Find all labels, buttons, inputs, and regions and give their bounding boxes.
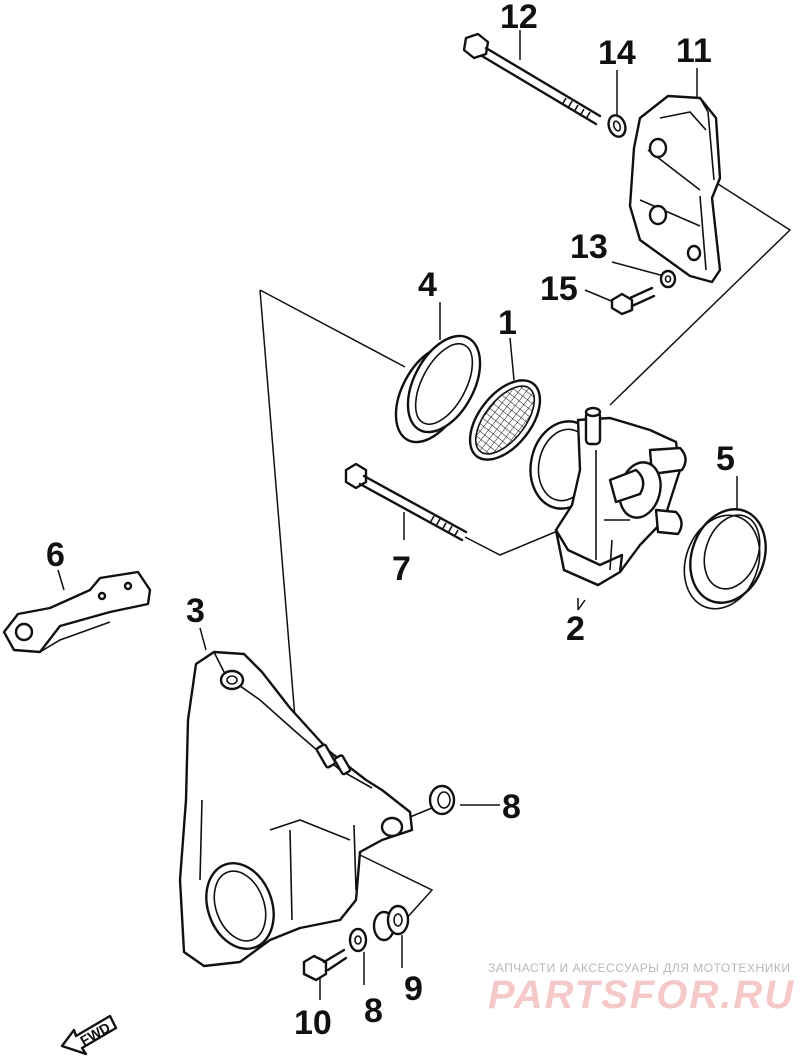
part-14-washer: [607, 114, 627, 138]
fwd-direction-arrow: FWD: [60, 1014, 118, 1056]
watermark-brand: PARTSFOR.RU: [488, 973, 795, 1017]
label-8-lower: 8: [364, 992, 383, 1030]
label-12: 12: [500, 0, 538, 36]
part-7-long-bolt: [344, 462, 468, 542]
label-9: 9: [404, 970, 423, 1008]
part-12-long-bolt: [462, 32, 602, 126]
part-11-bracket: [628, 94, 722, 284]
label-5: 5: [716, 440, 735, 478]
part-4-seal-ring: [394, 334, 482, 444]
part-10-bolt: [302, 948, 348, 982]
label-4: 4: [418, 266, 437, 304]
part-15-small-bolt: [610, 286, 656, 316]
part-6-flat-bracket: [2, 570, 152, 654]
part-2-valve-housing: [529, 406, 687, 587]
part-labels: 12 14 11 13 15 4 1 5 7 2 6 3 8 9 8 10: [46, 0, 735, 1042]
part-8-lower-washer: [348, 927, 368, 953]
label-6: 6: [46, 536, 65, 574]
label-11: 11: [676, 32, 712, 70]
label-7: 7: [392, 550, 411, 588]
watermark: ЗАПЧАСТИ И АКСЕССУАРЫ ДЛЯ МОТОТЕХНИКИ PA…: [488, 961, 795, 1017]
part-3-cover-housing: [178, 650, 414, 968]
label-14: 14: [598, 34, 636, 72]
part-9-bushing: [372, 904, 410, 942]
label-3: 3: [186, 592, 205, 630]
part-5-clamp-ring: [683, 508, 767, 610]
label-10: 10: [294, 1004, 332, 1042]
label-2: 2: [566, 610, 585, 648]
label-15: 15: [540, 270, 578, 308]
part-13-washer: [659, 269, 677, 289]
part-1-mesh-filter: [468, 379, 542, 461]
part-8-upper-grommet: [428, 784, 456, 816]
label-13: 13: [570, 228, 608, 266]
watermark-tagline: ЗАПЧАСТИ И АКСЕССУАРЫ ДЛЯ МОТОТЕХНИКИ: [488, 961, 790, 975]
label-8-upper: 8: [502, 788, 521, 826]
label-1: 1: [498, 304, 517, 342]
